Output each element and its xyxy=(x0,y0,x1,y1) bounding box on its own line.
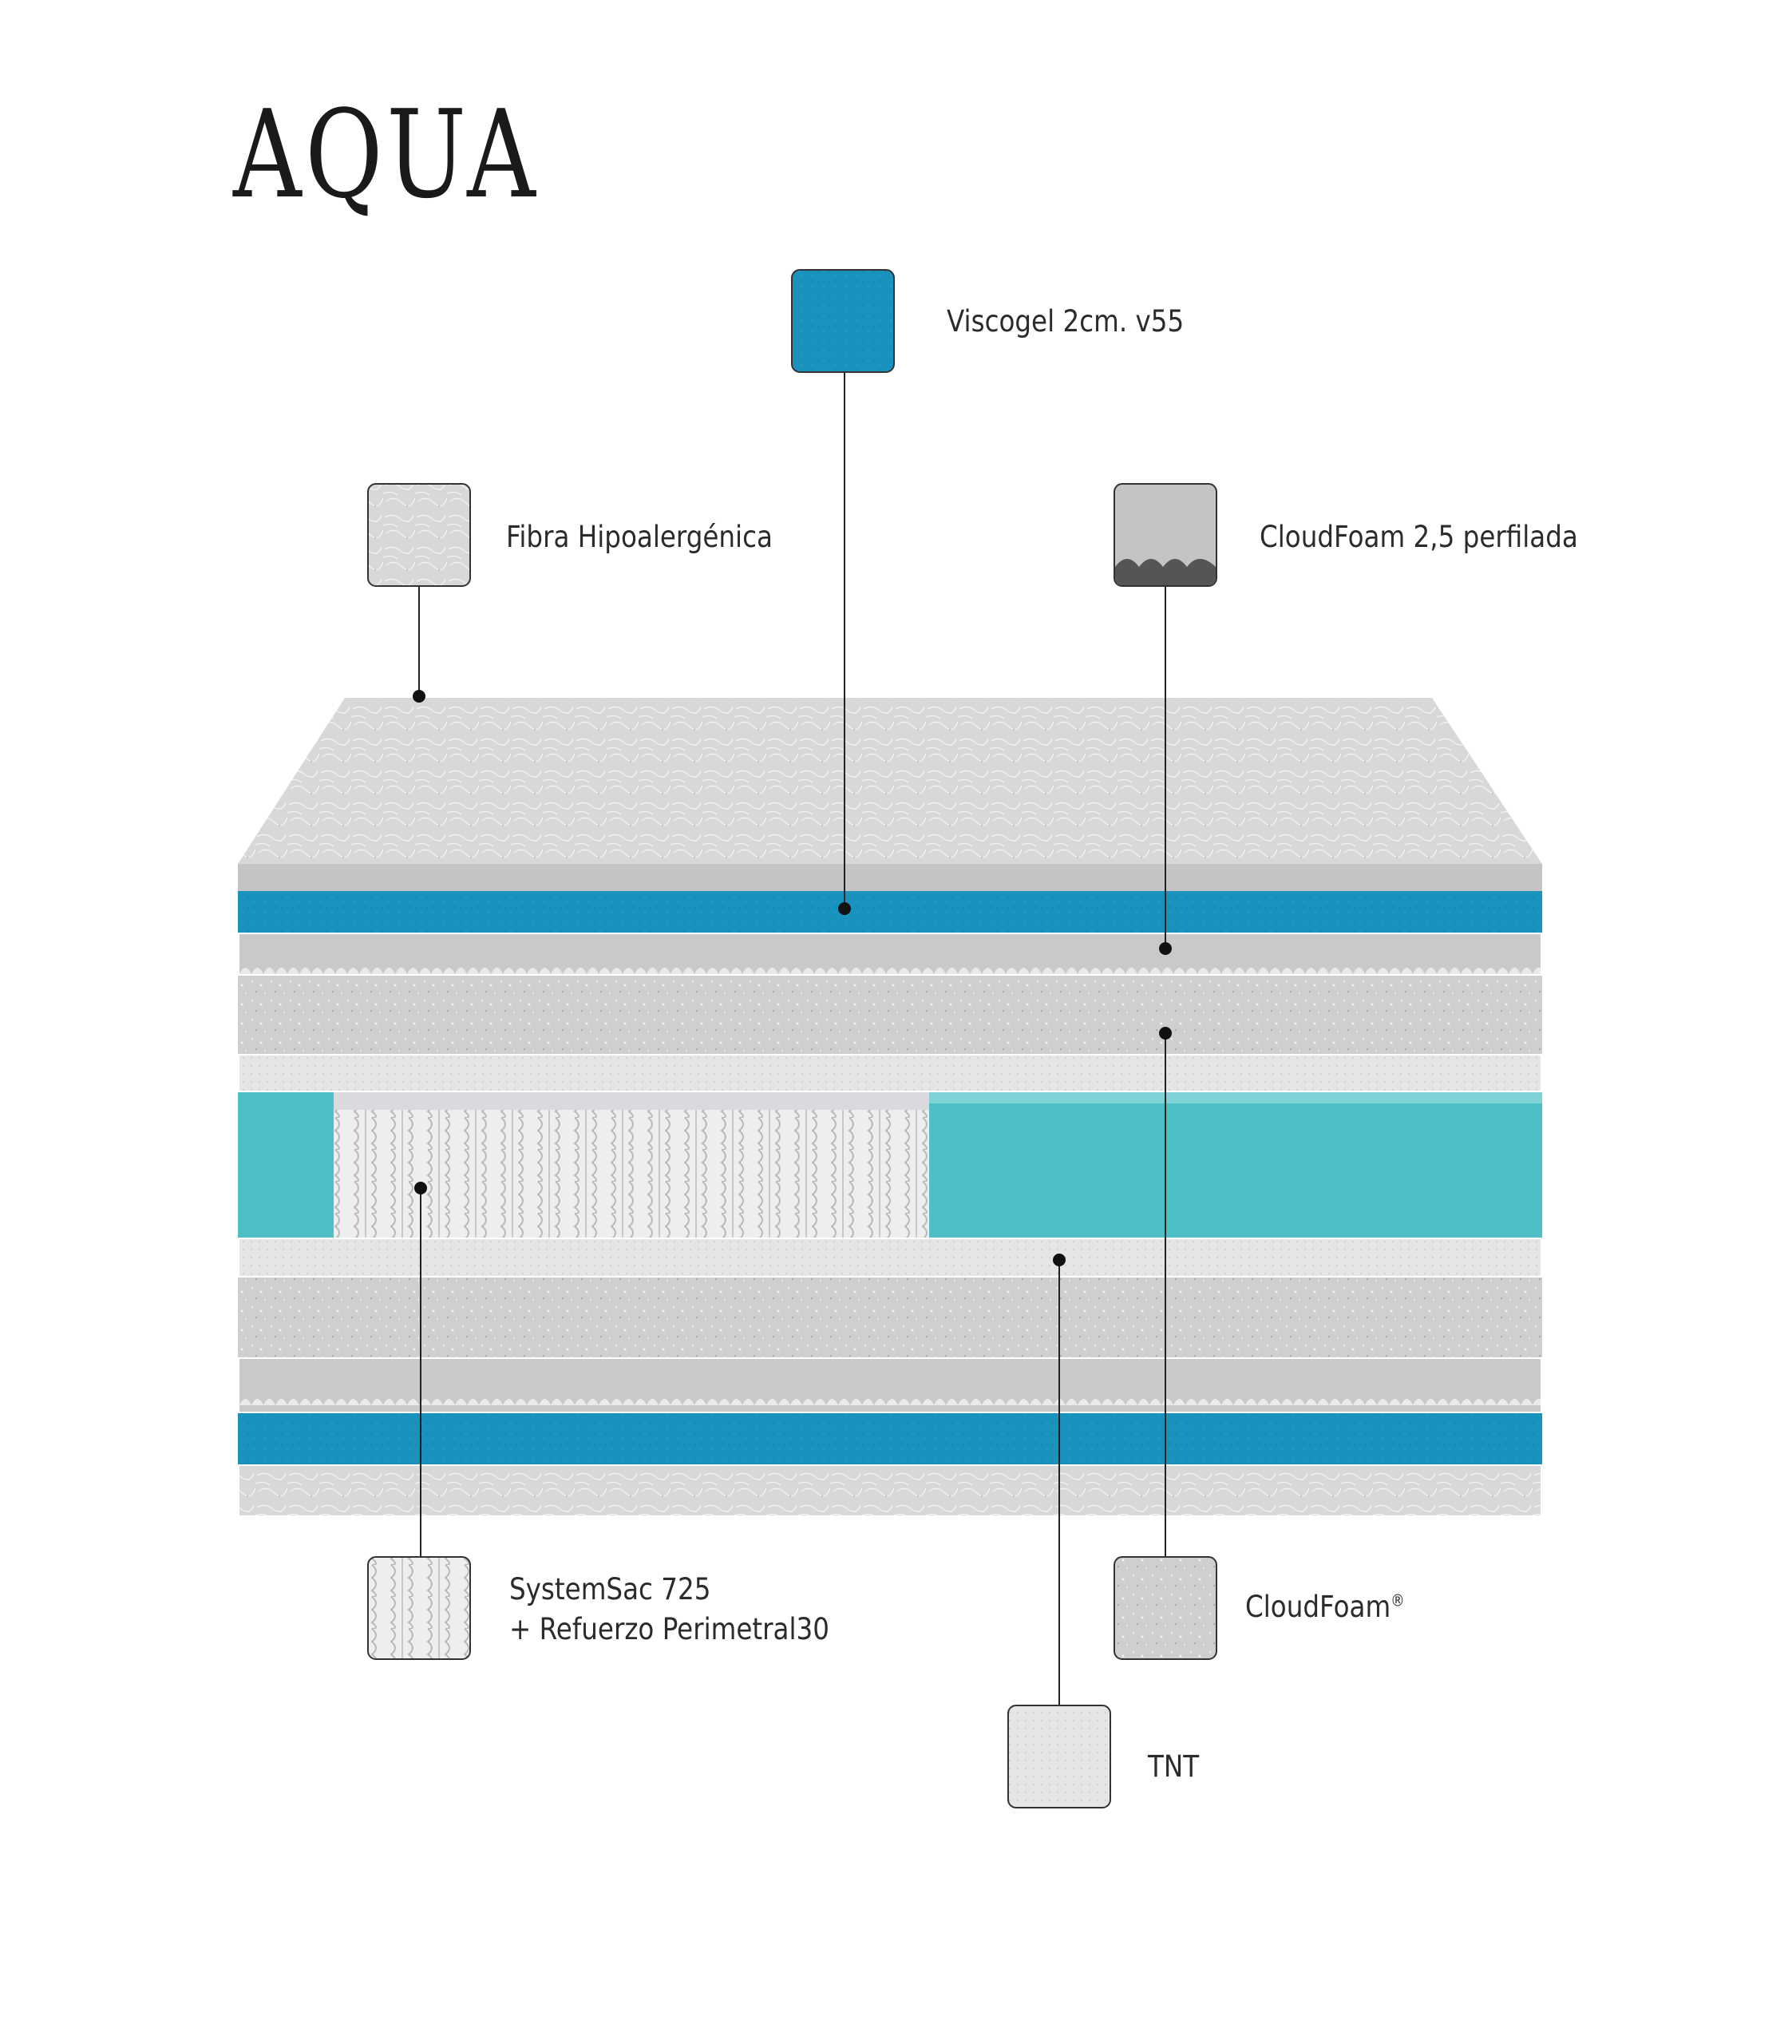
layer-cloudfoam-bottom xyxy=(238,1278,1542,1357)
product-title: AQUA xyxy=(233,84,540,225)
label-cloudfoam-text: CloudFoam xyxy=(1245,1590,1391,1624)
layer-viscogel-bottom xyxy=(238,1413,1542,1464)
layer-viscogel-top xyxy=(238,891,1542,933)
layer-perimetral-right-top xyxy=(929,1092,1542,1103)
swatch-systemsac xyxy=(367,1556,471,1660)
wave-edge-bottom xyxy=(239,1396,1541,1412)
swatch-tnt xyxy=(1007,1705,1111,1808)
swatch-cloudfoam xyxy=(1114,1556,1217,1660)
layer-perimetral-right xyxy=(929,1092,1542,1238)
swatch-viscogel xyxy=(791,269,895,373)
label-fibra: Fibra Hipoalergénica xyxy=(506,520,773,554)
label-viscogel: Viscogel 2cm. v55 xyxy=(947,304,1185,339)
label-cloudfoam-perfilada: CloudFoam 2,5 perfilada xyxy=(1260,520,1578,554)
swatch-cloudfoam-perfilada xyxy=(1114,483,1217,587)
leader-lines xyxy=(418,372,1166,1705)
layer-tnt-top xyxy=(239,1056,1541,1091)
layer-fibra-edge xyxy=(238,864,1542,891)
layer-springs xyxy=(334,1108,929,1238)
layer-fibra-top xyxy=(238,698,1542,864)
layer-perimetral-left xyxy=(238,1092,334,1238)
registered-mark: ® xyxy=(1390,1590,1405,1610)
label-cloudfoam: CloudFoam® xyxy=(1245,1587,1405,1627)
label-systemsac: SystemSac 725 + Refuerzo Perimetral30 xyxy=(509,1570,829,1650)
layer-fibra-bottom xyxy=(239,1466,1541,1515)
label-systemsac-line1: SystemSac 725 xyxy=(509,1572,711,1606)
layer-springs-top-band xyxy=(334,1092,929,1110)
layer-tnt-bottom xyxy=(239,1239,1541,1276)
label-systemsac-line2: + Refuerzo Perimetral30 xyxy=(509,1611,829,1646)
swatch-fibra xyxy=(367,483,471,587)
layer-cloudfoam-top xyxy=(238,976,1542,1054)
label-tnt: TNT xyxy=(1148,1749,1200,1784)
wave-edge-top xyxy=(239,958,1541,974)
leader-dots xyxy=(413,690,1172,1266)
